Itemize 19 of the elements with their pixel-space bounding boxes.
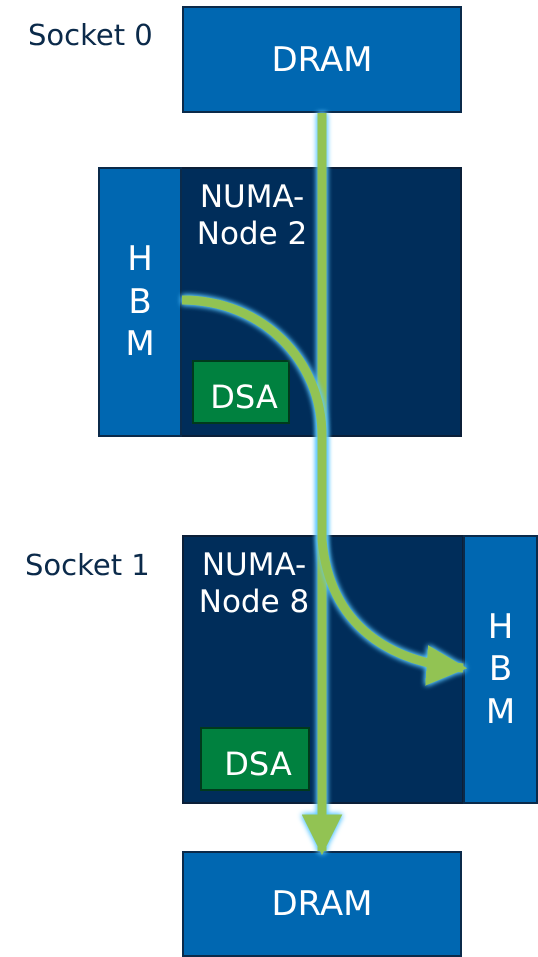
numa-node-box [182,535,464,804]
accelerator-box [200,727,310,791]
memory-box [182,851,462,957]
socket-label: Socket 1 [25,548,150,582]
node-label: DRAM [271,40,373,80]
node-label: DSA [209,378,279,416]
arrow [182,296,468,684]
socket-label: Socket 0 [28,18,153,52]
node-title: NUMA-Node 2 [196,179,308,254]
numa-node-box [180,167,462,437]
node-label: HBM [124,238,156,366]
node-label: DSA [223,744,293,784]
node-label: HBM [484,606,516,734]
node-label: DRAM [271,884,373,924]
accelerator-box [192,360,290,424]
node-title: NUMA-Node 8 [198,547,310,622]
memory-box [463,535,538,804]
memory-box [182,6,462,113]
memory-box [98,167,182,437]
